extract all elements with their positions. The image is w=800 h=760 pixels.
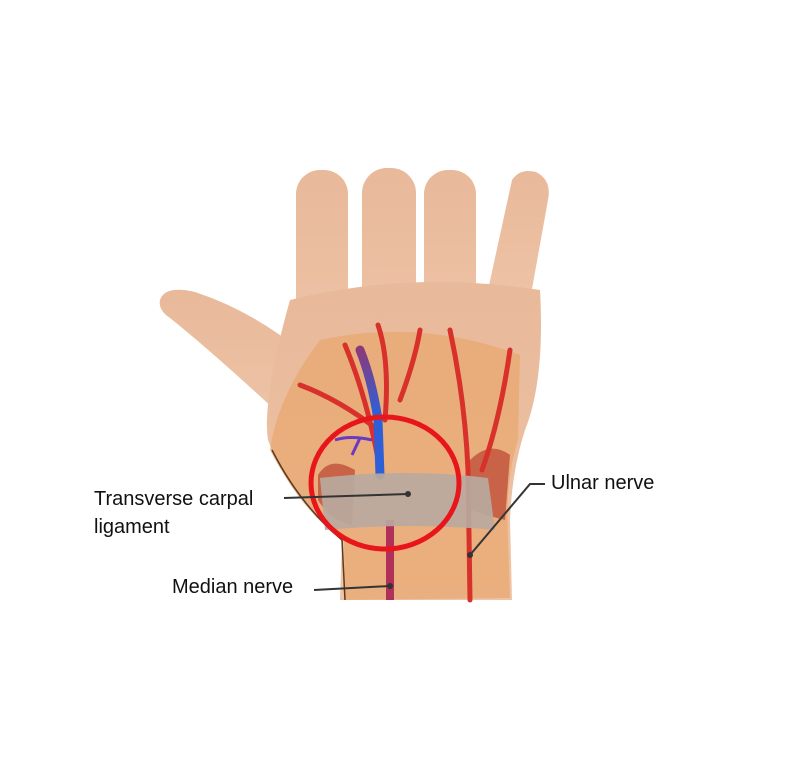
ulnar-leader <box>469 483 545 556</box>
leader-lines <box>283 483 545 591</box>
ligament-leader <box>283 493 409 499</box>
ulnar-nerve-label: Ulnar nerve <box>551 472 655 494</box>
transverse-carpal-ligament <box>320 473 495 530</box>
nerves <box>297 322 513 603</box>
vein <box>355 345 385 480</box>
finger-little <box>488 171 549 300</box>
vein-branch <box>334 436 373 456</box>
ligament-label-line1: Transverse carpal <box>94 488 254 510</box>
median-nerve-label: Median nerve <box>172 576 294 598</box>
median-leader <box>313 585 391 591</box>
highlight-circle <box>308 414 462 552</box>
ligament-label-line2: ligament <box>94 516 170 538</box>
